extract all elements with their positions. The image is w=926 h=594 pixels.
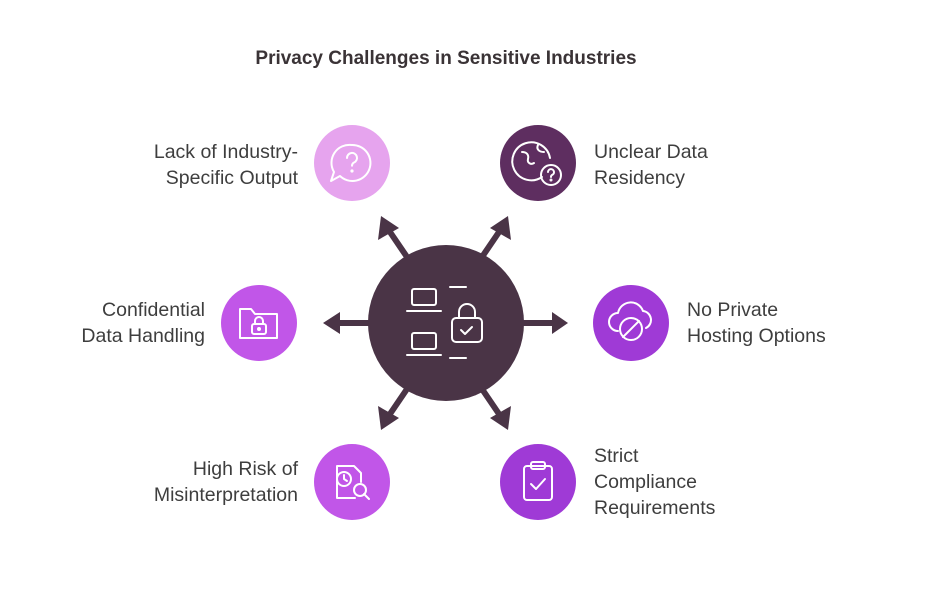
page-title: Privacy Challenges in Sensitive Industri… [255, 48, 637, 69]
label-no-private-hosting-options: No Private Hosting Options [687, 297, 826, 349]
node-strict-compliance-requirements [500, 444, 576, 520]
label-line: Data Handling [81, 325, 205, 347]
arrow-down-right [479, 387, 511, 430]
laptops-lock-icon [406, 286, 483, 359]
arrow-left [323, 312, 370, 334]
label-line: Requirements [594, 497, 716, 519]
arrow-up-left [378, 216, 410, 259]
node-no-private-hosting-options [593, 285, 669, 361]
label-line: Residency [594, 167, 686, 189]
label-lack-of-industry-specific-output: Lack of Industry- Specific Output [154, 139, 298, 191]
globe-question-icon [511, 141, 562, 186]
label-line: Confidential [102, 299, 205, 321]
label-line: Specific Output [165, 167, 298, 189]
node-unclear-data-residency [500, 125, 576, 201]
label-line: Compliance [594, 471, 697, 493]
label-unclear-data-residency: Unclear Data Residency [594, 139, 708, 191]
label-line: Misinterpretation [153, 484, 298, 506]
hub-circle [368, 245, 524, 401]
folder-lock-icon [239, 308, 278, 339]
question-bubble-icon [330, 143, 372, 182]
arrow-up-right [479, 216, 511, 259]
label-line: Unclear Data [594, 141, 708, 163]
label-confidential-data-handling: Confidential Data Handling [81, 297, 205, 349]
node-lack-of-industry-specific-output [314, 125, 390, 201]
arrow-down-left [378, 387, 410, 430]
arrow-right [522, 312, 568, 334]
label-line: Lack of Industry- [153, 141, 298, 163]
document-search-icon [336, 465, 370, 500]
node-high-risk-of-misinterpretation [314, 444, 390, 520]
cloud-block-icon [608, 301, 652, 341]
node-confidential-data-handling [221, 285, 297, 361]
hub [368, 245, 524, 401]
label-line: Strict [594, 445, 639, 467]
label-line: No Private [687, 299, 779, 321]
clipboard-check-icon [523, 461, 553, 501]
label-strict-compliance-requirements: Strict Compliance Requirements [594, 443, 715, 521]
label-line: High Risk of [192, 458, 298, 480]
label-high-risk-of-misinterpretation: High Risk of Misinterpretation [154, 456, 298, 508]
arrows [323, 216, 568, 430]
label-line: Hosting Options [687, 325, 826, 347]
